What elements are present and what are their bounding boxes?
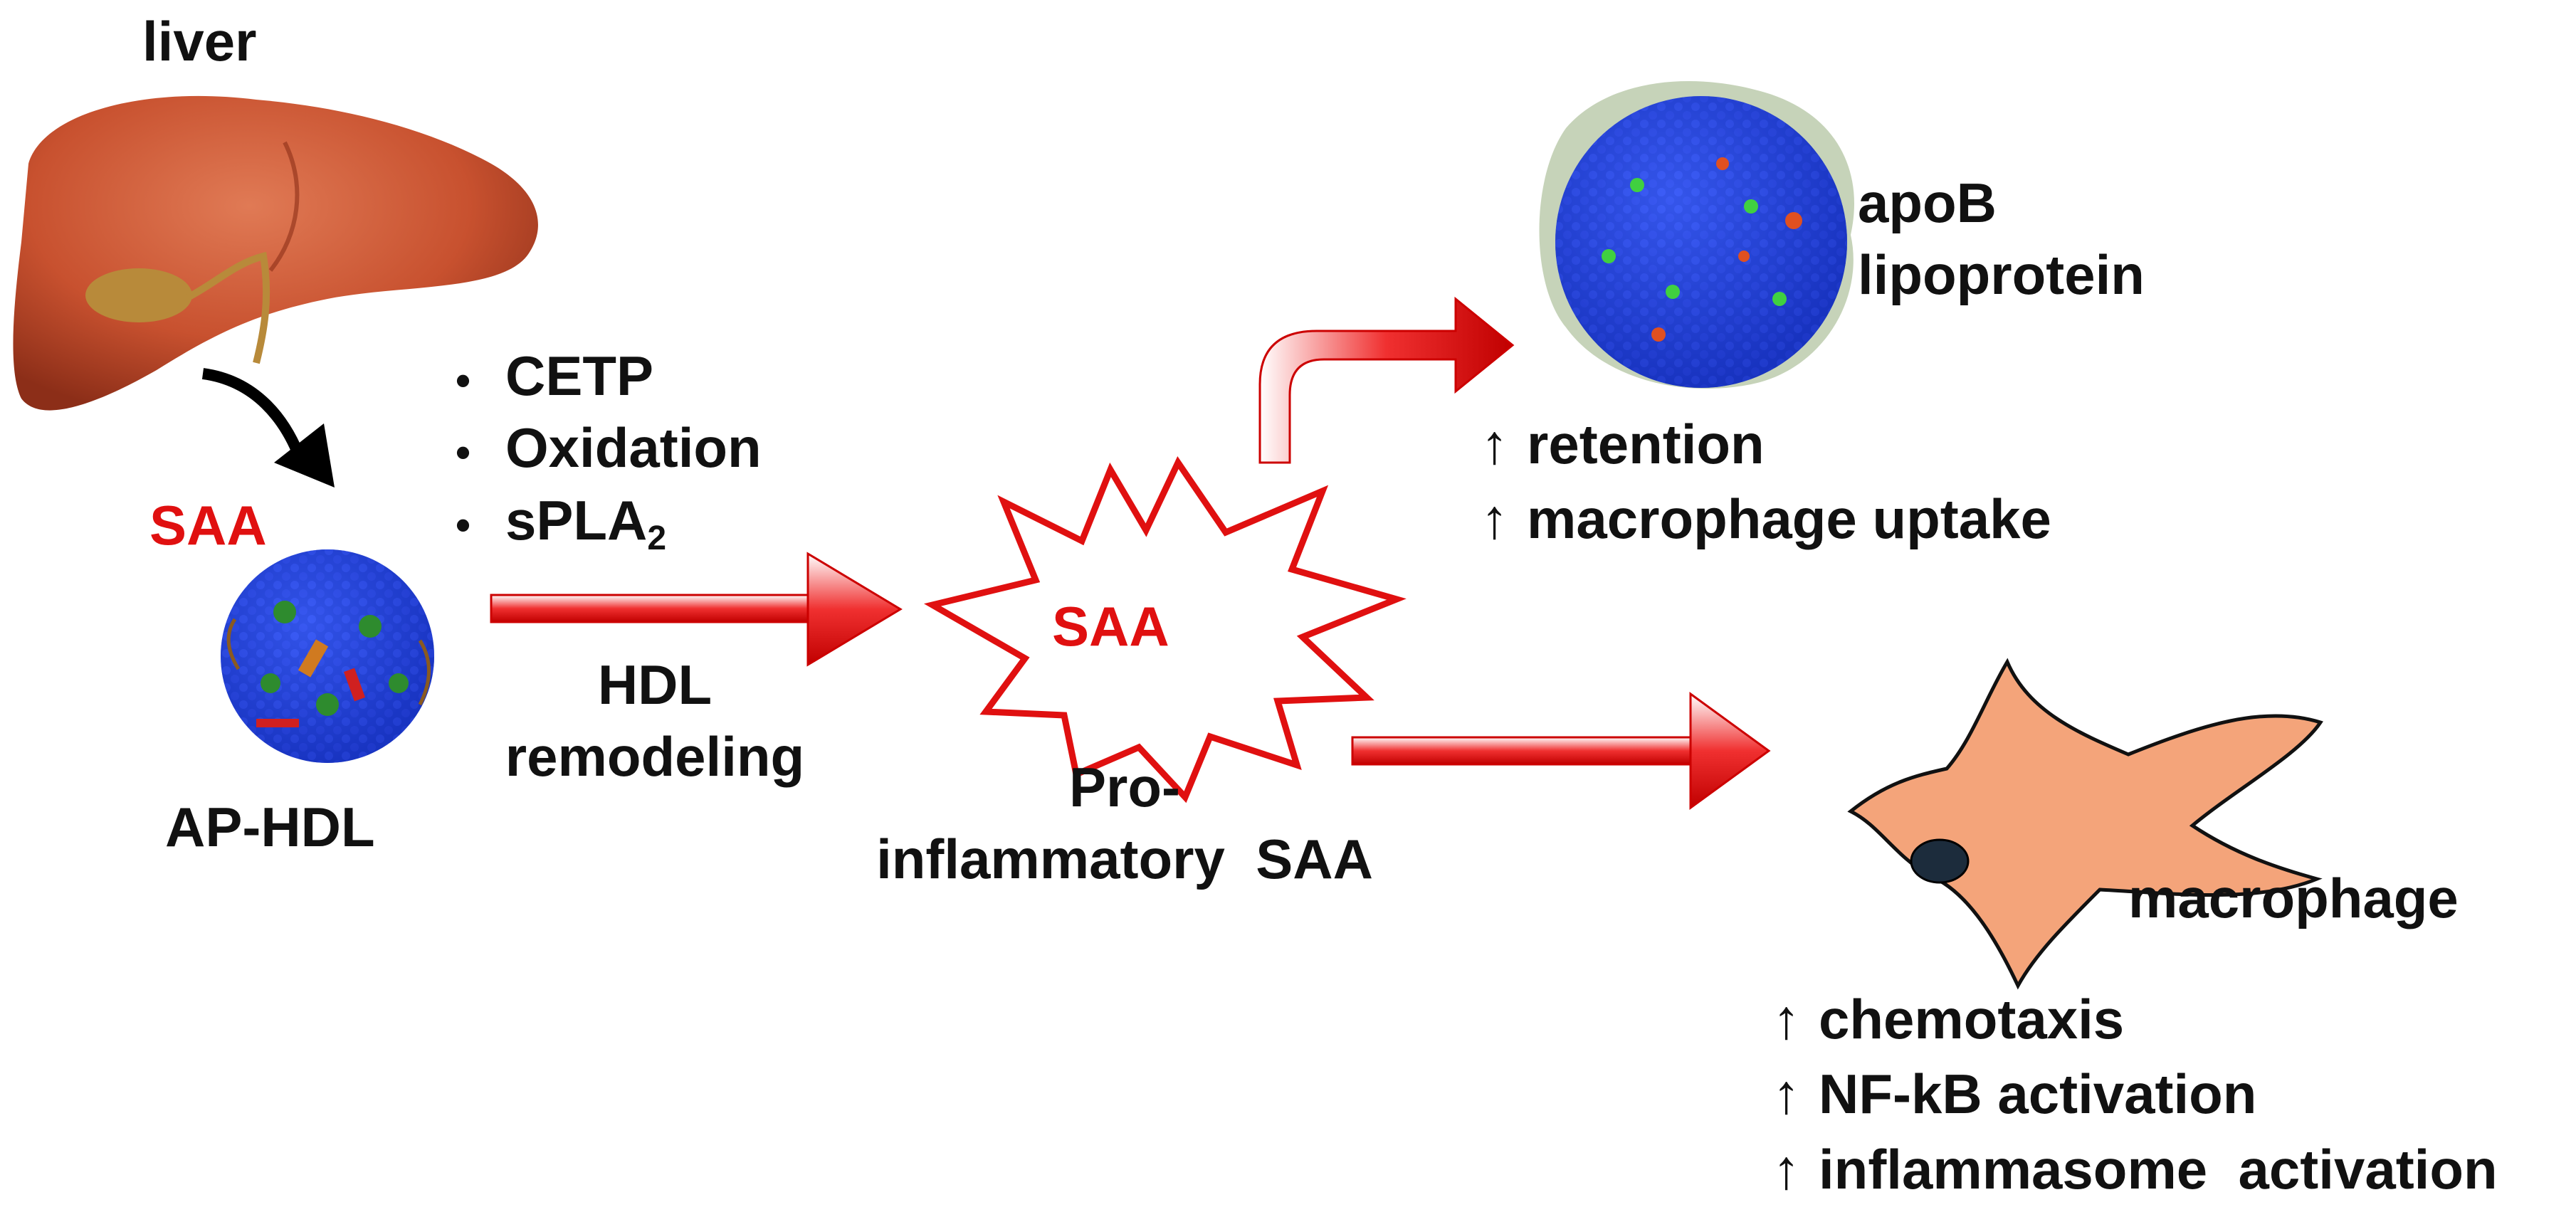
apob-particle-icon <box>1539 81 1854 389</box>
factor-cetp: • CETP <box>456 344 654 407</box>
apob-effects-list: ↑retention ↑macrophage uptake <box>1481 407 2051 557</box>
effect-retention: ↑retention <box>1481 413 1765 475</box>
saa-liver-label: SAA <box>149 494 267 557</box>
pro-inflammatory-saa-label: Pro- inflammatory SAA <box>876 756 1373 891</box>
macrophage-cell-icon <box>1847 658 2323 990</box>
factor-spla2: • sPLA2 <box>456 488 667 557</box>
liver-label: liver <box>142 10 257 73</box>
remodeling-factors-list: • CETP • Oxidation • sPLA2 <box>456 340 762 561</box>
effect-macrophage-uptake: ↑macrophage uptake <box>1481 488 2051 551</box>
arrow-to-macrophage <box>1351 692 1771 810</box>
liver-icon <box>13 95 538 411</box>
macrophage-label: macrophage <box>2128 867 2459 929</box>
factor-oxidation: • Oxidation <box>456 416 762 480</box>
saa-star-label: SAA <box>1052 595 1169 658</box>
apob-lipoprotein-label: apoB lipoprotein <box>1858 172 2145 307</box>
hdl-particle-icon <box>221 549 434 763</box>
effect-inflammasome-activation: ↑inflammasome activation <box>1772 1137 2498 1201</box>
effect-nfkb-activation: ↑NF-kB activation <box>1772 1063 2257 1126</box>
macrophage-effects-list: ↑chemotaxis ↑NF-kB activation ↑inflammas… <box>1772 982 2498 1207</box>
remodeling-arrow <box>490 552 903 667</box>
starburst-icon <box>923 455 1407 804</box>
ap-hdl-label: AP-HDL <box>165 796 375 858</box>
bent-arrow-to-apob <box>1258 296 1515 464</box>
effect-chemotaxis: ↑chemotaxis <box>1772 988 2125 1050</box>
curved-black-arrow-icon <box>201 368 335 488</box>
hdl-remodeling-label: HDL remodeling <box>505 653 805 789</box>
